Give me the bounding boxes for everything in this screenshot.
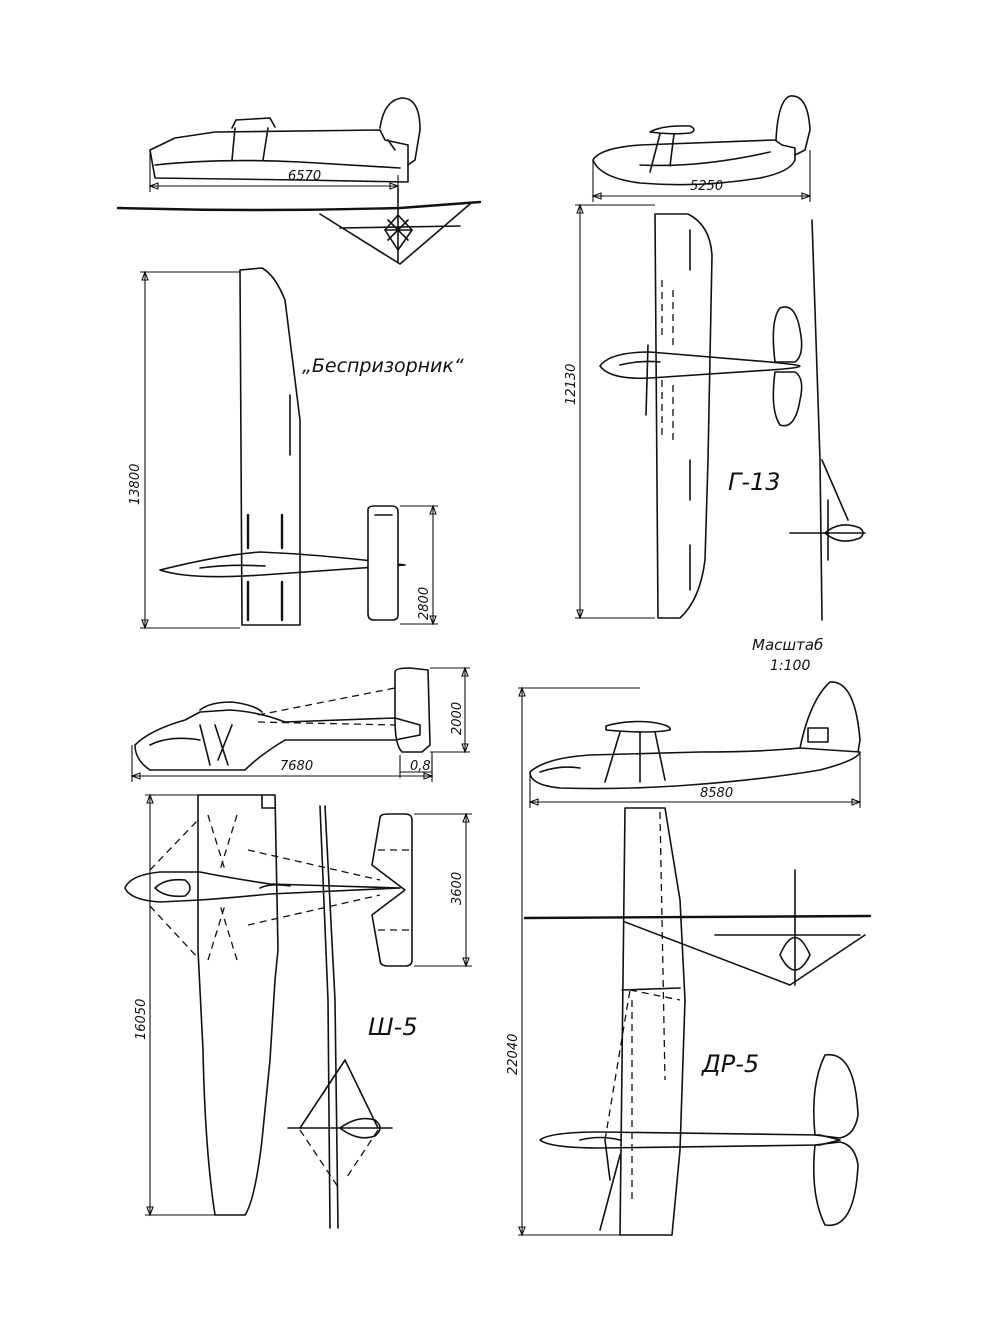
dr5-front-view [523, 869, 872, 986]
sh5-front-view [287, 805, 393, 1229]
besprizornik-length-label: 6570 [288, 169, 321, 184]
besprizornik-span-dimension: 13800 [128, 270, 240, 630]
sh5-length-dimension: 7680 [130, 745, 434, 782]
besprizornik-front-view [116, 187, 482, 265]
dr5-title: ДР-5 [701, 1050, 759, 1078]
g13-length-dimension: 5250 [591, 150, 812, 202]
dr5-length-dimension: 8580 [528, 752, 862, 808]
sh5-fin-dimension: 2000 0,8 [399, 666, 470, 778]
sh5-side-view [134, 667, 431, 771]
besprizornik-side-view [149, 97, 421, 183]
g13-side-view [592, 95, 811, 186]
sh5-title: Ш-5 [368, 1013, 418, 1041]
dr5-span-dimension: 22040 [506, 686, 640, 1237]
sh5-tail-dimension: 3600 [414, 812, 472, 968]
besprizornik-span-label: 13800 [128, 464, 143, 505]
g13-title: Г-13 [728, 468, 781, 496]
scale-value: 1:100 [770, 658, 810, 674]
besprizornik-length-dimension: 6570 [148, 150, 400, 192]
g13-top-view [599, 213, 803, 619]
g13-length-label: 5250 [690, 179, 723, 194]
dr5-side-view [529, 681, 861, 790]
sh5-span-label: 16050 [134, 999, 149, 1040]
sh5-length-label: 7680 [280, 759, 313, 774]
dr5-length-label: 8580 [700, 786, 733, 801]
scale-label: Масштаб [752, 636, 823, 654]
g13-front-view [789, 219, 866, 621]
besprizornik-tail-dimension: 2800 [400, 504, 438, 626]
g13-span-dimension: 12130 [564, 203, 655, 620]
sh5-tail-label: 3600 [450, 872, 465, 905]
dr5-top-view [539, 807, 859, 1236]
sh5-fin-label: 2000 [450, 702, 465, 735]
g13-span-label: 12130 [564, 364, 579, 405]
sh5-span-dimension: 16050 [134, 793, 215, 1217]
besprizornik-title: „Беспризорник“ [302, 355, 464, 377]
sh5-top-view [124, 794, 413, 1216]
dr5-span-label: 22040 [506, 1034, 521, 1075]
besprizornik-top-view [159, 267, 406, 626]
besprizornik-tail-label: 2800 [417, 587, 432, 620]
sh5-fin-offset-label: 0,8 [410, 759, 431, 774]
